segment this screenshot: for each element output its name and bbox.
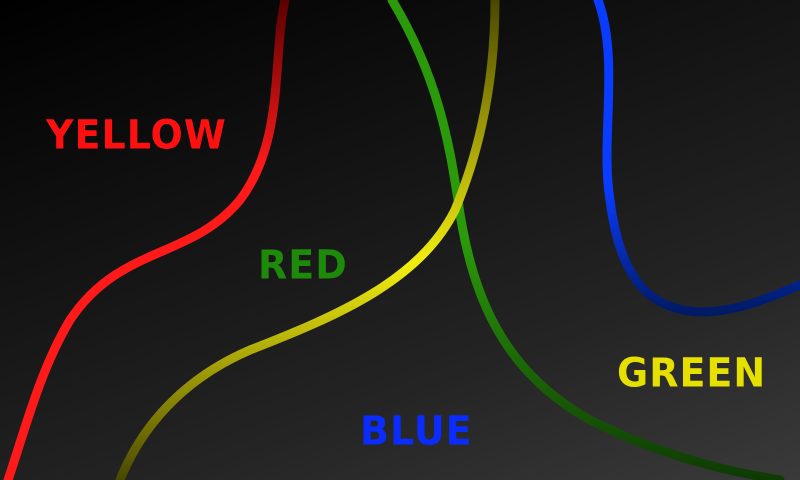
blue-wire[interactable] (593, 0, 800, 317)
word-green[interactable]: GREEN (617, 349, 767, 397)
word-blue[interactable]: BLUE (360, 407, 473, 455)
yellow-wire[interactable] (115, 0, 500, 480)
word-red[interactable]: RED (258, 241, 348, 289)
red-wire[interactable] (3, 0, 290, 480)
word-yellow[interactable]: YELLOW (46, 111, 227, 159)
green-wire[interactable] (387, 0, 785, 480)
